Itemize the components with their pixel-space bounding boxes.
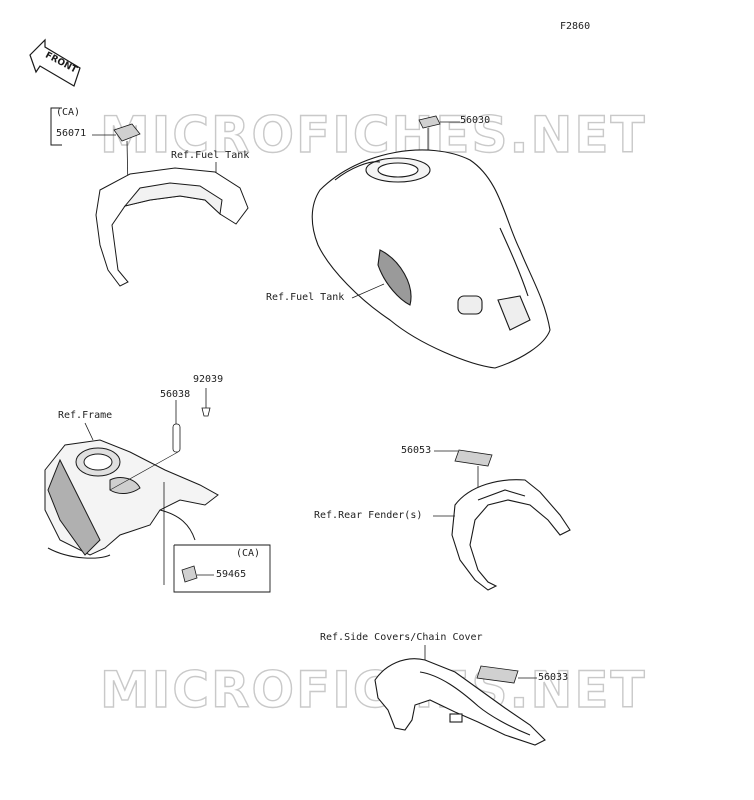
region-tag-ca-bottom: (CA) <box>236 548 261 559</box>
part-number-56038[interactable]: 56038 <box>160 389 191 400</box>
ref-rear-fender: Ref.Rear Fender(s) <box>314 510 423 521</box>
ref-fuel-tank-top: Ref.Fuel Tank <box>171 150 250 161</box>
decal-56053 <box>454 449 493 467</box>
watermark-top: MICROFICHES.NET <box>100 106 647 164</box>
label-56038 <box>172 423 181 453</box>
front-arrow-icon: FRONT <box>29 38 81 87</box>
decal-56030 <box>418 115 441 129</box>
rear-fender-part <box>451 479 571 591</box>
screw-92039 <box>201 407 211 417</box>
decal-56033 <box>476 665 519 684</box>
region-tag-ca-top: (CA) <box>56 107 81 118</box>
chain-cover-part <box>374 658 546 746</box>
fuel-tank <box>311 149 551 369</box>
part-number-56030[interactable]: 56030 <box>460 115 491 126</box>
ref-side-covers: Ref.Side Covers/Chain Cover <box>320 632 483 643</box>
part-number-92039[interactable]: 92039 <box>193 374 224 385</box>
part-number-56071[interactable]: 56071 <box>56 128 87 139</box>
part-number-56053[interactable]: 56053 <box>401 445 432 456</box>
part-number-56033[interactable]: 56033 <box>538 672 569 683</box>
watermark-bottom: MICROFICHES.NET <box>100 661 647 719</box>
ref-frame: Ref.Frame <box>58 410 113 421</box>
frame-part <box>44 439 219 559</box>
ref-fuel-tank-main: Ref.Fuel Tank <box>266 292 345 303</box>
figure-id: F2860 <box>560 21 591 32</box>
part-number-59465[interactable]: 59465 <box>216 569 247 580</box>
ca-box-bottom <box>173 544 271 593</box>
fuel-tank-cover-part <box>95 162 249 287</box>
